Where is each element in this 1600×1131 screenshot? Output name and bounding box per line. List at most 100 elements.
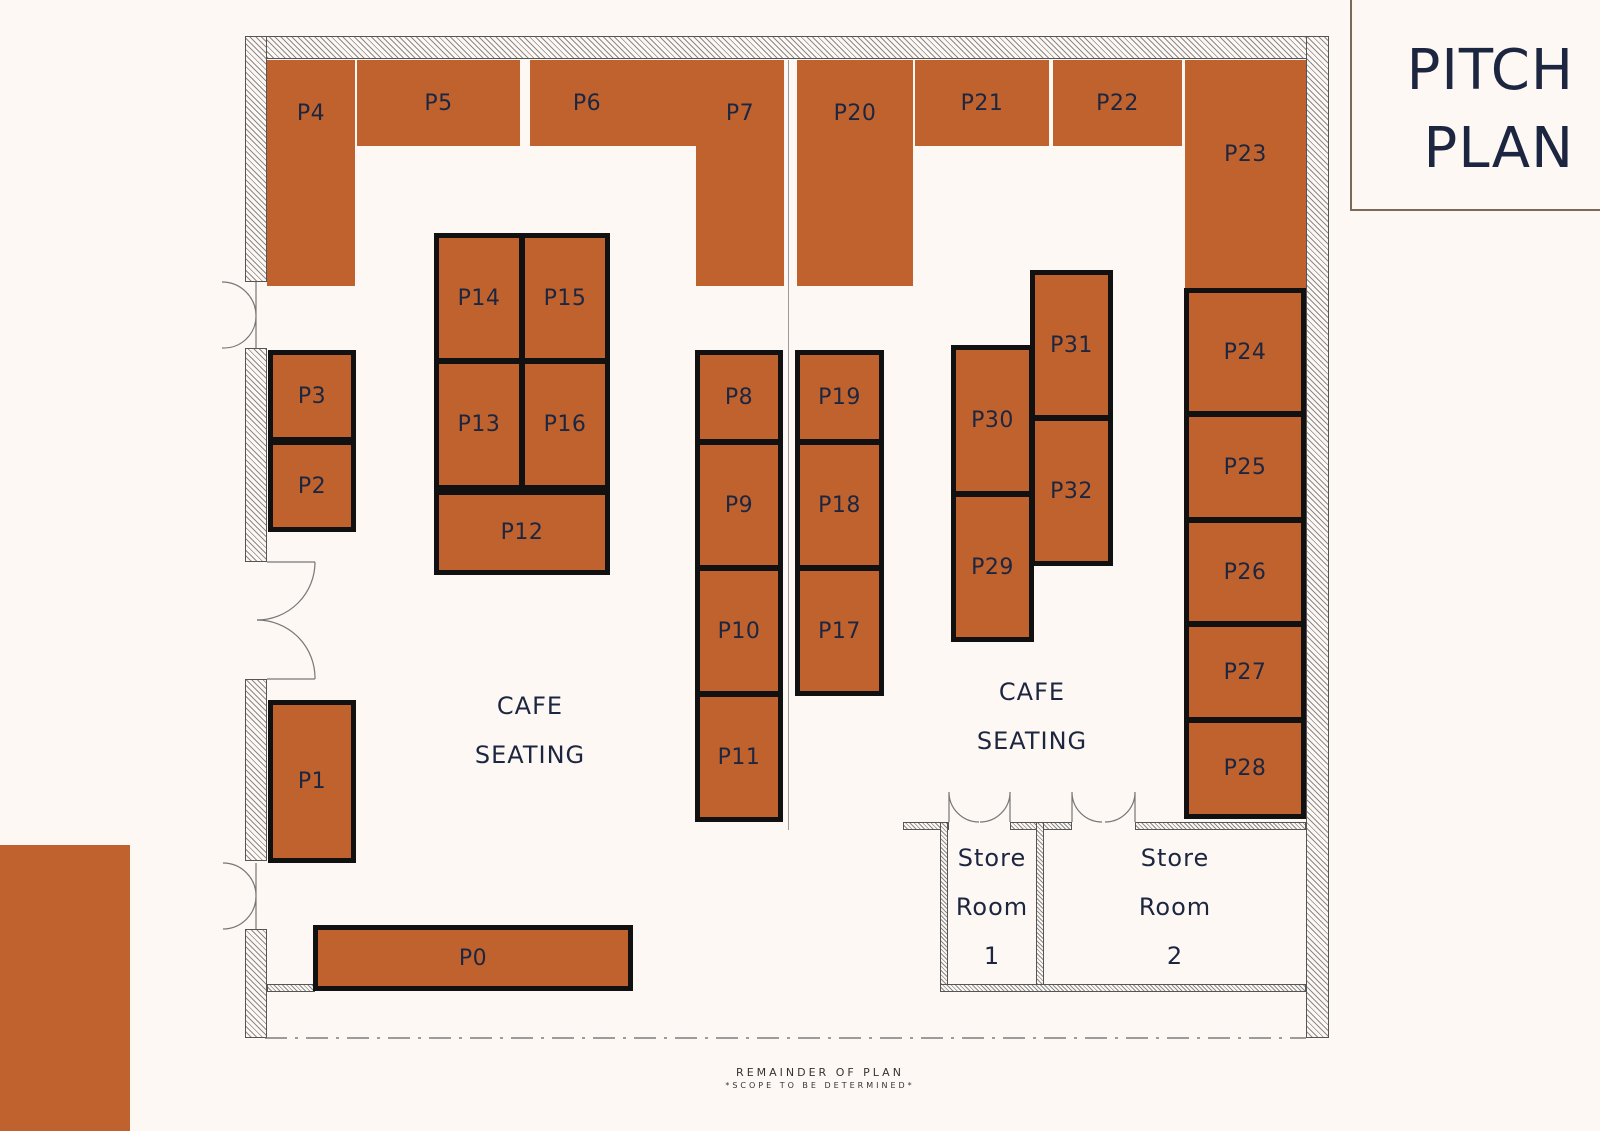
pitch-p15-label: P15 — [543, 285, 587, 311]
title-box: PITCH PLAN — [1350, 0, 1600, 211]
pitch-p9[interactable]: P9 — [695, 440, 783, 570]
door-left-1b — [221, 315, 257, 349]
pitch-p30-label: P30 — [971, 408, 1014, 433]
pitch-p10-label: P10 — [717, 618, 761, 644]
pitch-p12-label: P12 — [500, 520, 544, 545]
scope-note: *SCOPE TO BE DETERMINED* — [725, 1081, 915, 1090]
pitch-p24-label: P24 — [1223, 339, 1267, 365]
pitch-p23[interactable]: P23 — [1185, 60, 1306, 288]
pitch-p3[interactable]: P3 — [268, 350, 356, 442]
store-room-2-line-1: Store — [1140, 844, 1210, 872]
pitch-p22-label: P22 — [1096, 90, 1139, 116]
pitch-p7-label: P7 — [725, 100, 755, 126]
wall-left-1 — [245, 36, 267, 282]
pitch-p20-label: P20 — [833, 100, 877, 126]
pitch-p11-label: P11 — [717, 744, 761, 770]
pitch-p6-label: P6 — [572, 90, 602, 116]
pitch-p9-label: P9 — [724, 492, 754, 518]
store-room-2: Store Room 2 — [1044, 834, 1306, 981]
store-room-1: Store Room 1 — [948, 834, 1036, 981]
pitch-p17[interactable]: P17 — [795, 566, 884, 696]
pitch-p19-label: P19 — [818, 384, 861, 410]
pitch-p22[interactable]: P22 — [1053, 60, 1182, 146]
pitch-p18-label: P18 — [818, 492, 861, 518]
pitch-p26-label: P26 — [1223, 559, 1267, 585]
pitch-p5[interactable]: P5 — [357, 60, 520, 146]
pitch-p7[interactable]: P7 — [696, 60, 784, 286]
cafe-seating-right: CAFE SEATING — [932, 668, 1132, 766]
pitch-p10[interactable]: P10 — [695, 566, 783, 696]
pitch-p1-label: P1 — [297, 769, 327, 794]
pitch-p0-label: P0 — [458, 945, 488, 971]
pitch-p28[interactable]: P28 — [1184, 718, 1306, 819]
pitch-p5-label: P5 — [424, 90, 453, 116]
cafe-seating-right-line-1: CAFE — [998, 678, 1066, 706]
wall-left-3 — [245, 679, 267, 861]
pitch-p2-label: P2 — [297, 473, 327, 499]
cafe-seating-left-line-1: CAFE — [496, 692, 564, 720]
door-main-a — [256, 561, 316, 621]
pitch-p30[interactable]: P30 — [951, 345, 1034, 496]
remainder-of-plan: REMAINDER OF PLAN — [736, 1066, 904, 1079]
door-main-b — [256, 619, 316, 680]
pitch-p14[interactable]: P14 — [434, 233, 524, 363]
pitch-p31[interactable]: P31 — [1030, 270, 1113, 420]
pitch-p13-label: P13 — [457, 412, 501, 437]
door-store-1b — [979, 791, 1011, 823]
pitch-p4[interactable]: P4 — [267, 60, 355, 286]
store-wall-bottom — [940, 984, 1306, 992]
pitch-p29[interactable]: P29 — [951, 492, 1034, 642]
pitch-p28-label: P28 — [1223, 756, 1267, 781]
pitch-p8-label: P8 — [724, 384, 754, 410]
wall-right — [1306, 36, 1329, 1038]
pitch-p26[interactable]: P26 — [1184, 518, 1306, 626]
pitch-p17-label: P17 — [818, 618, 861, 644]
pitch-p4-label: P4 — [296, 100, 326, 126]
door-store-2a — [1071, 791, 1103, 823]
pitch-p13[interactable]: P13 — [434, 359, 524, 490]
pitch-p18[interactable]: P18 — [795, 440, 884, 570]
door-store-2b — [1104, 791, 1136, 823]
cafe-seating-left: CAFE SEATING — [430, 682, 630, 780]
wall-left-2 — [245, 348, 267, 562]
corner-block — [0, 845, 130, 1131]
pitch-p20[interactable]: P20 — [797, 60, 913, 286]
divider-line — [788, 60, 789, 830]
pitch-p16[interactable]: P16 — [520, 359, 610, 490]
pitch-p23-label: P23 — [1224, 141, 1267, 167]
pitch-p8[interactable]: P8 — [695, 350, 783, 444]
pitch-p32[interactable]: P32 — [1030, 416, 1113, 566]
cafe-seating-left-line-2: SEATING — [474, 741, 586, 769]
wall-left-4 — [245, 929, 267, 1038]
pitch-p19[interactable]: P19 — [795, 350, 884, 444]
pitch-p11[interactable]: P11 — [695, 692, 783, 822]
pitch-p24[interactable]: P24 — [1184, 288, 1306, 416]
store-wall-top-a — [903, 822, 949, 830]
title-line-2: PLAN — [1423, 116, 1574, 181]
pitch-p0[interactable]: P0 — [313, 925, 633, 991]
store-room-2-line-2: Room — [1138, 893, 1212, 921]
pitch-p12[interactable]: P12 — [434, 490, 610, 575]
pitch-p32-label: P32 — [1050, 478, 1093, 504]
store-room-1-line-2: Room — [955, 893, 1029, 921]
pitch-p25-label: P25 — [1223, 454, 1267, 480]
pitch-p29-label: P29 — [971, 554, 1014, 580]
store-room-1-line-3: 1 — [983, 942, 1001, 970]
store-wall-top-c — [1135, 822, 1306, 830]
door-left-1a — [221, 281, 257, 317]
door-left-3a — [222, 862, 257, 897]
pitch-p1[interactable]: P1 — [268, 700, 356, 863]
pitch-p15[interactable]: P15 — [520, 233, 610, 363]
pitch-p25[interactable]: P25 — [1184, 412, 1306, 522]
pitch-p2[interactable]: P2 — [268, 440, 356, 532]
pitch-p21[interactable]: P21 — [915, 60, 1049, 146]
pitch-p27[interactable]: P27 — [1184, 622, 1306, 722]
pitch-p14-label: P14 — [457, 285, 501, 311]
door-left-3b — [222, 895, 257, 930]
pitch-p21-label: P21 — [960, 90, 1004, 116]
door-store-1a — [948, 791, 980, 823]
store-room-1-line-1: Store — [957, 844, 1027, 872]
store-room-2-line-3: 2 — [1166, 942, 1184, 970]
pitch-p3-label: P3 — [297, 383, 327, 409]
